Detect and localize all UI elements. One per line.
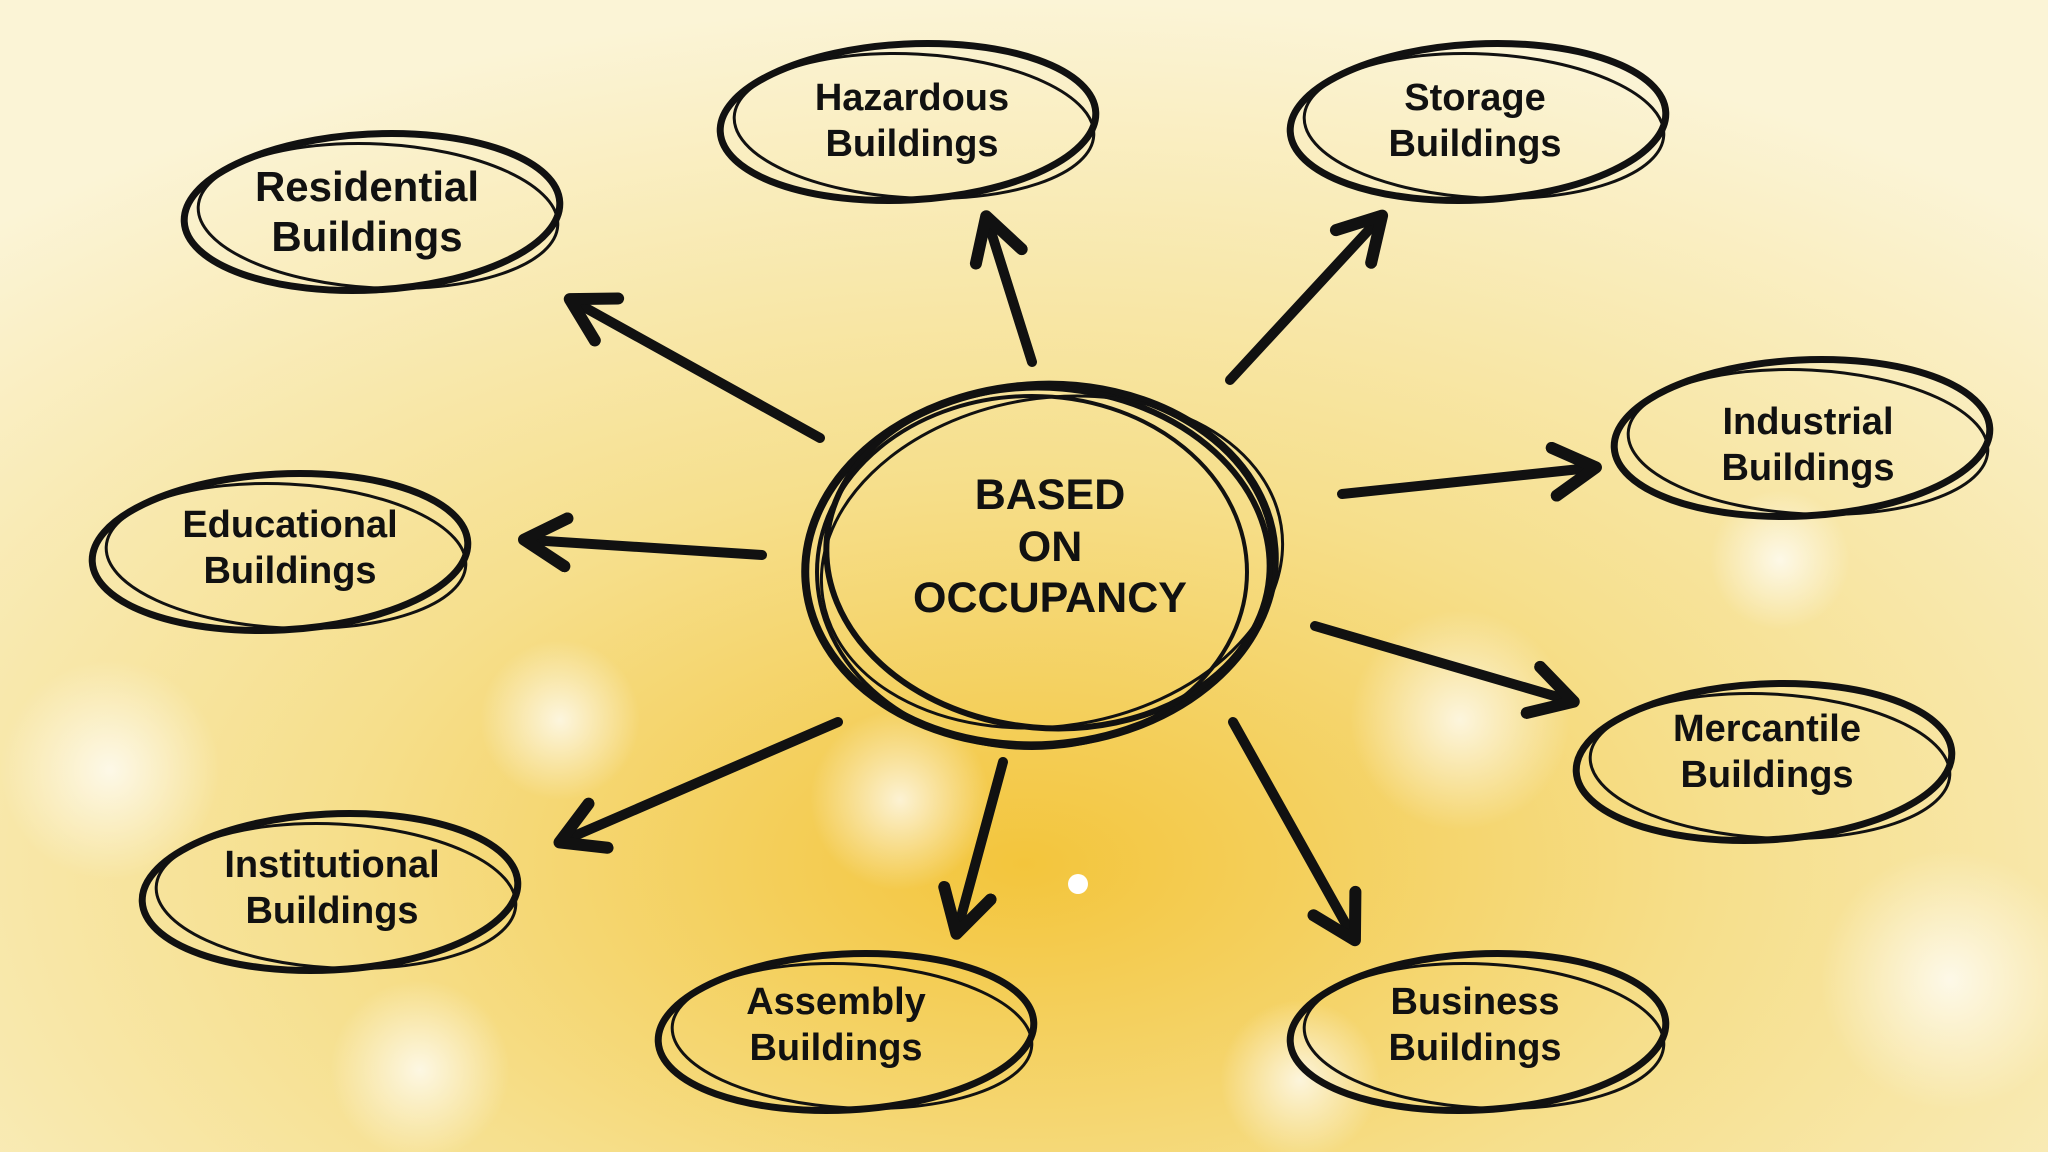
- arrow-to-business: [1228, 717, 1362, 947]
- arrow-to-mercantile: [1310, 621, 1580, 719]
- mercantile-label: Mercantile Buildings: [1617, 707, 1917, 798]
- educational-label: Educational Buildings: [140, 503, 440, 594]
- center-line-2: ON: [1017, 522, 1083, 571]
- hazardous-label: Hazardous Buildings: [762, 76, 1062, 167]
- arrow-to-hazardous: [969, 210, 1037, 367]
- center-line-1: BASED: [974, 471, 1126, 519]
- mercantile-ellipse: [1572, 679, 1956, 845]
- center-label: BASED ON OCCUPANCY: [850, 470, 1250, 625]
- arrow-to-residential: [563, 292, 825, 443]
- residential-ellipse: [180, 129, 564, 295]
- mercantile-line-2: Buildings: [1680, 753, 1854, 796]
- center-line-3: OCCUPANCY: [913, 574, 1187, 623]
- business-label: Business Buildings: [1325, 980, 1625, 1071]
- assembly-ellipse: [654, 949, 1038, 1115]
- institutional-label: Institutional Buildings: [182, 843, 482, 934]
- educational-line-1: Educational: [182, 504, 398, 546]
- center-circle: [801, 380, 1285, 750]
- arrows: [518, 209, 1602, 947]
- assembly-line-1: Assembly: [746, 981, 926, 1023]
- institutional-ellipse: [138, 809, 522, 975]
- arrow-to-industrial: [1337, 441, 1602, 502]
- storage-line-1: Storage: [1404, 77, 1546, 119]
- educational-line-2: Buildings: [203, 549, 377, 592]
- storage-line-2: Buildings: [1388, 122, 1562, 165]
- hazardous-line-1: Hazardous: [814, 77, 1010, 119]
- mercantile-line-1: Mercantile: [1673, 708, 1861, 750]
- business-line-2: Buildings: [1388, 1026, 1562, 1069]
- business-line-1: Business: [1390, 981, 1560, 1023]
- institutional-line-1: Institutional: [224, 844, 440, 886]
- educational-ellipse: [88, 469, 472, 635]
- industrial-line-1: Industrial: [1722, 401, 1894, 443]
- industrial-line-2: Buildings: [1721, 446, 1895, 489]
- business-ellipse: [1286, 949, 1670, 1115]
- institutional-line-2: Buildings: [245, 889, 419, 932]
- arrow-to-assembly: [938, 757, 1008, 940]
- storage-label: Storage Buildings: [1325, 76, 1625, 167]
- residential-line-1: Residential: [254, 163, 480, 210]
- arrow-to-storage: [1225, 209, 1389, 385]
- residential-line-2: Buildings: [271, 213, 463, 261]
- assembly-line-2: Buildings: [749, 1026, 923, 1069]
- assembly-label: Assembly Buildings: [686, 980, 986, 1071]
- bokeh-lights: [0, 490, 2048, 1157]
- industrial-label: Industrial Buildings: [1658, 400, 1958, 491]
- residential-label: Residential Buildings: [217, 162, 517, 263]
- storage-ellipse: [1286, 39, 1670, 205]
- arrow-to-educational: [518, 512, 767, 573]
- hazardous-line-2: Buildings: [825, 122, 999, 165]
- arrow-to-institutional: [553, 717, 843, 854]
- hazardous-ellipse: [716, 39, 1100, 205]
- industrial-ellipse: [1610, 355, 1994, 521]
